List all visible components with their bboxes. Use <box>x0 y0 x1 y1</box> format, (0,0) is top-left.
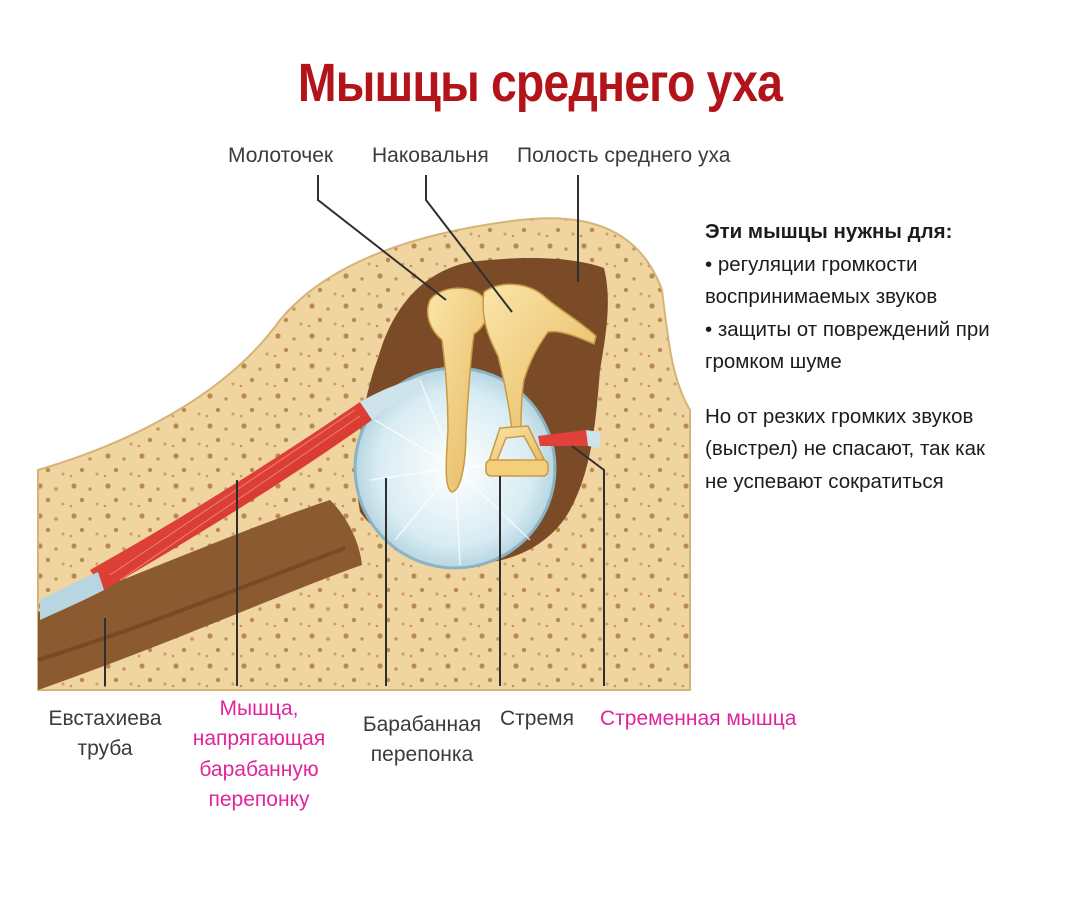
label-tensor-line-2: напрягающая <box>192 727 326 751</box>
label-eardrum-line-1: Барабанная <box>362 713 482 736</box>
label-stapes: Стремя <box>500 707 574 730</box>
eustachian-canal <box>38 500 362 690</box>
label-malleus: Молоточек <box>228 144 334 167</box>
label-tensor-line-1: Мышца, <box>219 697 299 720</box>
note-line: • регуляции громкости <box>705 252 918 276</box>
function-note: Эти мышцы нужны для: • регуляции громкос… <box>705 216 1075 498</box>
label-eardrum: Барабанная перепонка <box>352 710 492 771</box>
warning-line: (выстрел) не спасают, так как <box>705 437 985 460</box>
leader-lines <box>104 175 605 686</box>
tensor-tympani-muscle <box>90 402 372 590</box>
label-incus: Наковальня <box>372 144 489 167</box>
label-tensor-tympani: Мышца, напрягающая барабанную перепонку <box>184 694 334 816</box>
label-tensor-line-3: барабанную <box>199 757 319 781</box>
label-eustachian-tube: Евстахиева труба <box>40 704 170 765</box>
label-eardrum-line-2: перепонка <box>370 743 474 767</box>
label-middle-ear-cavity: Полость среднего уха <box>517 144 731 167</box>
label-tensor-line-4: перепонку <box>208 788 310 812</box>
label-eustachian-line-2: труба <box>77 737 133 761</box>
note-heading: Эти мышцы нужны для: <box>705 220 953 243</box>
warning-line: не успевают сократиться <box>705 469 944 493</box>
warning-line: Но от резких громких звуков <box>705 404 974 428</box>
stapedius-muscle <box>538 430 588 446</box>
label-eustachian-line-1: Евстахиева <box>48 707 162 730</box>
note-line: громком шуме <box>705 350 842 373</box>
note-line: воспринимаемых звуков <box>705 285 938 308</box>
incus-shape <box>482 283 597 433</box>
page-title: Мышцы среднего уха <box>297 53 783 113</box>
label-stapedius: Стременная мышца <box>600 707 797 730</box>
note-line: • защиты от повреждений при <box>705 317 990 341</box>
